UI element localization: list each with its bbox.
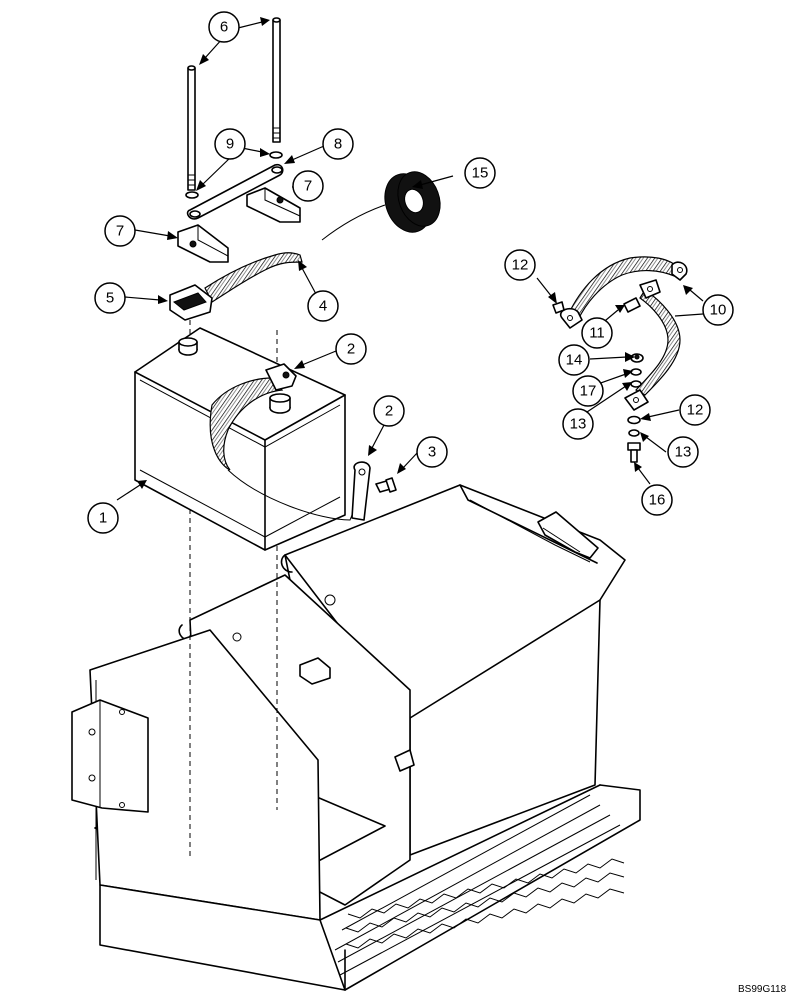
callout-1: 1 — [87, 502, 119, 534]
callout-1-label: 1 — [99, 510, 107, 527]
callout-14-label: 14 — [566, 352, 583, 369]
callout-16: 15 — [464, 157, 496, 189]
callout-5-label: 5 — [106, 290, 114, 307]
callout-8-label: 8 — [334, 136, 342, 153]
callout-2a: 2 — [335, 333, 367, 365]
callout-16-label: 15 — [472, 165, 489, 182]
callout-4-label: 4 — [319, 298, 327, 315]
callout-4: 4 — [307, 290, 339, 322]
callout-9: 9 — [214, 128, 246, 160]
callout-17: 17 — [572, 375, 604, 407]
callout-13b: 13 — [667, 436, 699, 468]
callout-7a-label: 7 — [116, 223, 124, 240]
ground-cable — [209, 363, 371, 521]
callout-13b-label: 13 — [675, 444, 692, 461]
callout-3-label: 3 — [428, 444, 436, 461]
callout-2b: 2 — [373, 395, 405, 427]
callout-12b-label: 12 — [687, 402, 704, 419]
callout-8: 8 — [322, 128, 354, 160]
bolt-3 — [375, 477, 397, 493]
callout-3: 3 — [416, 436, 448, 468]
callout-15-label: 16 — [649, 492, 666, 509]
callout-14: 14 — [558, 344, 590, 376]
callout-7b-label: 7 — [304, 178, 312, 195]
callout-7b: 7 — [292, 170, 324, 202]
callout-11: 11 — [581, 317, 613, 349]
bracket-7 — [177, 187, 301, 263]
cooling-fins — [334, 794, 625, 976]
callout-15: 16 — [641, 484, 673, 516]
callout-13a-label: 13 — [570, 416, 587, 433]
callout-5: 5 — [94, 282, 126, 314]
callout-7a: 7 — [104, 215, 136, 247]
hold-down-bar — [186, 163, 284, 220]
callout-9-label: 9 — [226, 136, 234, 153]
washers — [185, 151, 283, 199]
callout-10: 10 — [702, 294, 734, 326]
callout-6: 6 — [208, 11, 240, 43]
callout-13a: 13 — [562, 408, 594, 440]
grommet — [321, 171, 441, 241]
callout-11-label: 11 — [589, 325, 605, 342]
callout-10-label: 10 — [710, 302, 727, 319]
positive-cable — [169, 252, 303, 321]
callout-17-label: 17 — [580, 383, 597, 400]
hold-down-rods — [187, 17, 281, 191]
leader-lines — [116, 17, 704, 501]
figure-code: BS99G118 — [738, 984, 787, 995]
callout-6-label: 6 — [220, 19, 228, 36]
callout-2b-label: 2 — [385, 403, 393, 420]
callout-2a-label: 2 — [347, 341, 355, 358]
callout-12a-label: 12 — [512, 257, 529, 274]
battery-tray-frame — [71, 320, 641, 991]
strap-cable — [559, 256, 688, 411]
battery — [134, 327, 346, 551]
callout-12a: 12 — [504, 249, 536, 281]
callout-12b: 12 — [679, 394, 711, 426]
